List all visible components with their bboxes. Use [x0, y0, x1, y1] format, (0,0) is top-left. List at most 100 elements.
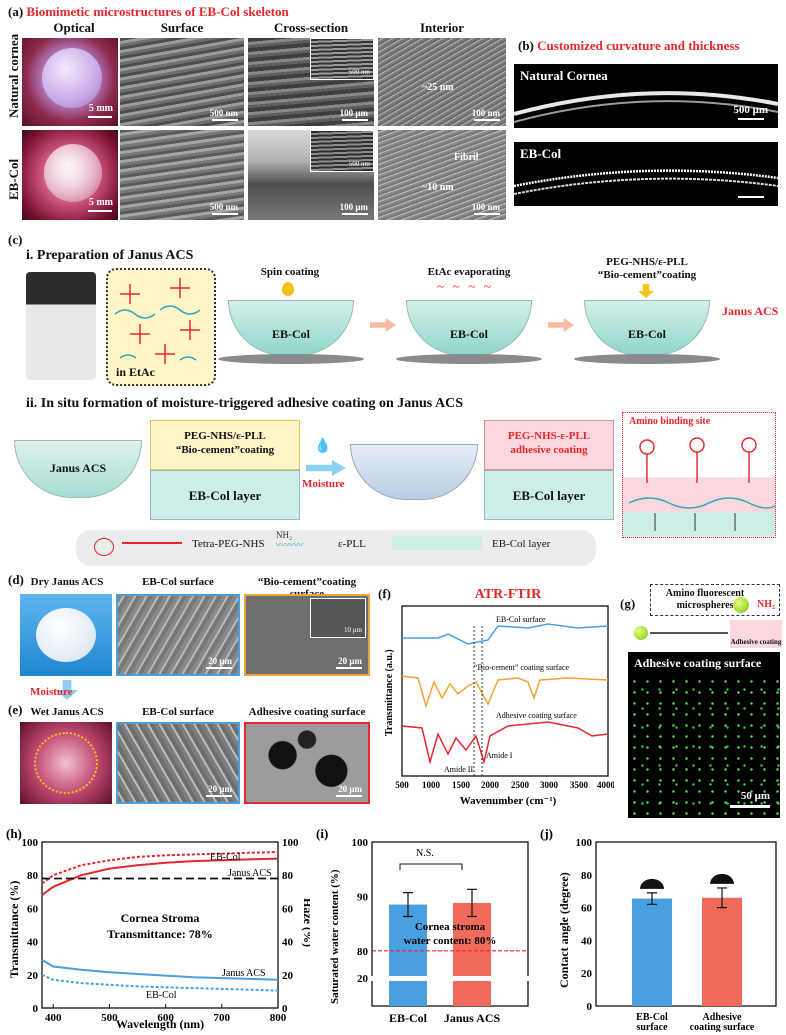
ftir-xticks: 500 1000 1500 2000 2500 3000 3500 4000 [395, 780, 614, 790]
sem-cross-section-eb-col: 500 nm 100 μm [248, 130, 374, 220]
h-ytick-right: 40 [282, 937, 294, 949]
h-ytick-left: 80 [27, 870, 39, 882]
legend-pll: ε-PLL [338, 538, 366, 550]
svg-text:500: 500 [395, 780, 409, 790]
header-adhesive-surface: Adhesive coating surface [248, 706, 366, 718]
amide-ii-label: Amide II [444, 765, 473, 774]
ftir-label-adhesive: Adhesive coating surface [496, 711, 577, 720]
j-errorbar-1 [717, 887, 727, 909]
i-errorbar-1 [467, 888, 477, 918]
peg-chain-icon [122, 542, 182, 544]
h-xtick-label: 700 [214, 1012, 231, 1024]
sem-inset: 10 μm [310, 598, 366, 638]
dish-2: EB-Col [406, 300, 532, 356]
h-ylabel-left: Transmittance (%) [7, 881, 21, 978]
scale-bar [88, 210, 112, 212]
row-label-eb-col: EB-Col [6, 158, 21, 200]
down-arrow-icon [638, 284, 654, 298]
j-ytick-label: 40 [581, 935, 593, 947]
panel-c-ii-title: ii. In situ formation of moisture-trigge… [26, 396, 463, 411]
cornea-sample-icon [42, 48, 102, 108]
panel-c-label: (c) [8, 232, 23, 247]
svg-text:3500: 3500 [570, 780, 589, 790]
sem-surface-eb-col: 500 nm [120, 130, 244, 220]
g-legend-box: Amino fluorescent microspheres NH₂ [650, 584, 780, 616]
microsphere-icon [733, 597, 749, 613]
h-xlabel: Wavelength (nm) [116, 1017, 204, 1031]
i-ytick-label: 80 [357, 946, 369, 958]
arrow-icon [306, 460, 346, 476]
plate [396, 354, 542, 364]
h-label-ebcol-haze: EB-Col [146, 990, 177, 1001]
dry-janus-photo [20, 594, 112, 676]
panel-b-title: Customized curvature and thickness [537, 38, 740, 53]
i-bar-1 [453, 902, 491, 1006]
panel-a-title: Biomimetic microstructures of EB-Col ske… [26, 4, 289, 19]
optical-image-eb-col: 5 mm [22, 130, 118, 220]
j-category-2a: Adhesive [703, 1012, 742, 1023]
svg-text:2000: 2000 [481, 780, 500, 790]
amino-binding-detail: Amino binding site [622, 412, 776, 538]
h-ytick-left: 100 [22, 837, 39, 849]
panel-h-label: (h) [6, 826, 22, 841]
header-wet-janus: Wet Janus ACS [30, 706, 104, 718]
j-ytick-label: 100 [576, 837, 593, 849]
i-bar-0 [389, 904, 427, 1006]
janus-acs-dish: Janus ACS [14, 440, 142, 498]
j-bar-1 [702, 897, 742, 1006]
sem-surface-natural: 500 nm [120, 38, 244, 126]
scale-bar [88, 116, 112, 118]
bio-cement-layer: PEG-NHS/ε-PLL“Bio-cement”coating [150, 420, 300, 470]
j-ytick-label: 80 [581, 870, 593, 882]
h-ytick-right: 20 [282, 970, 294, 982]
scale-bar [730, 805, 770, 808]
janus-acs-label: Janus ACS [722, 304, 779, 318]
h-ytick-left: 0 [33, 1003, 39, 1015]
i-significance-bracket [399, 863, 463, 870]
h-label-ebcol-t: EB-Col [210, 852, 241, 863]
i-category-ebcol: EB-Col [389, 1011, 428, 1025]
sem-ebcol-surface-wet: 20 μm [116, 722, 240, 804]
row-label-natural-cornea: Natural cornea [6, 33, 21, 118]
ftir-curve-ebcol [402, 623, 609, 645]
fibril-annotation: Fibril [454, 152, 479, 163]
svg-text:2500: 2500 [511, 780, 530, 790]
h-ytick-left: 40 [27, 937, 39, 949]
ftir-frame [401, 605, 609, 777]
h-ytick-right: 100 [282, 837, 299, 849]
panel-d-label: (d) [8, 572, 24, 587]
fluorescence-image: Adhesive coating surface 50 μm [628, 652, 780, 818]
legend-peg: Tetra-PEG-NHS [192, 538, 265, 550]
h-ytick-right: 0 [282, 1003, 288, 1015]
i-frame [371, 841, 529, 1007]
scale-label: 5 mm [88, 197, 113, 208]
oct-image-eb-col: EB-Col [514, 142, 778, 206]
h-xtick-label: 500 [101, 1012, 118, 1024]
svg-text:1500: 1500 [452, 780, 471, 790]
legend-col: EB-Col layer [492, 538, 551, 550]
sem-inset: 500 nm [310, 38, 374, 80]
h-xtick-label: 800 [270, 1012, 287, 1024]
plate [574, 354, 720, 364]
h-reference-label-1: Cornea Stroma [121, 911, 200, 925]
tem-interior-eb-col: Fibril ~10 nm 100 nm [378, 130, 506, 220]
panel-b-label: (b) Customized curvature and thickness [518, 38, 740, 53]
arrow-icon [370, 318, 396, 332]
moisture-label-d: Moisture [30, 686, 73, 698]
sem-adhesive-coating-surface: 20 μm [244, 722, 370, 804]
pll-structure-icon: NH₂〰〰〰 [276, 530, 304, 550]
panel-f-label: (f) [378, 586, 391, 601]
h-series-3 [41, 973, 279, 992]
col-header-interior: Interior [419, 20, 465, 35]
panel-i-label: (i) [316, 826, 328, 841]
fluorescent-dots [628, 676, 780, 816]
i-ytick-label: 90 [357, 891, 369, 903]
ftir-title: ATR-FTIR [475, 587, 543, 602]
scale-label: 5 mm [88, 103, 113, 114]
dish-1: EB-Col [228, 300, 354, 356]
i-category-janus: Janus ACS [444, 1011, 501, 1025]
